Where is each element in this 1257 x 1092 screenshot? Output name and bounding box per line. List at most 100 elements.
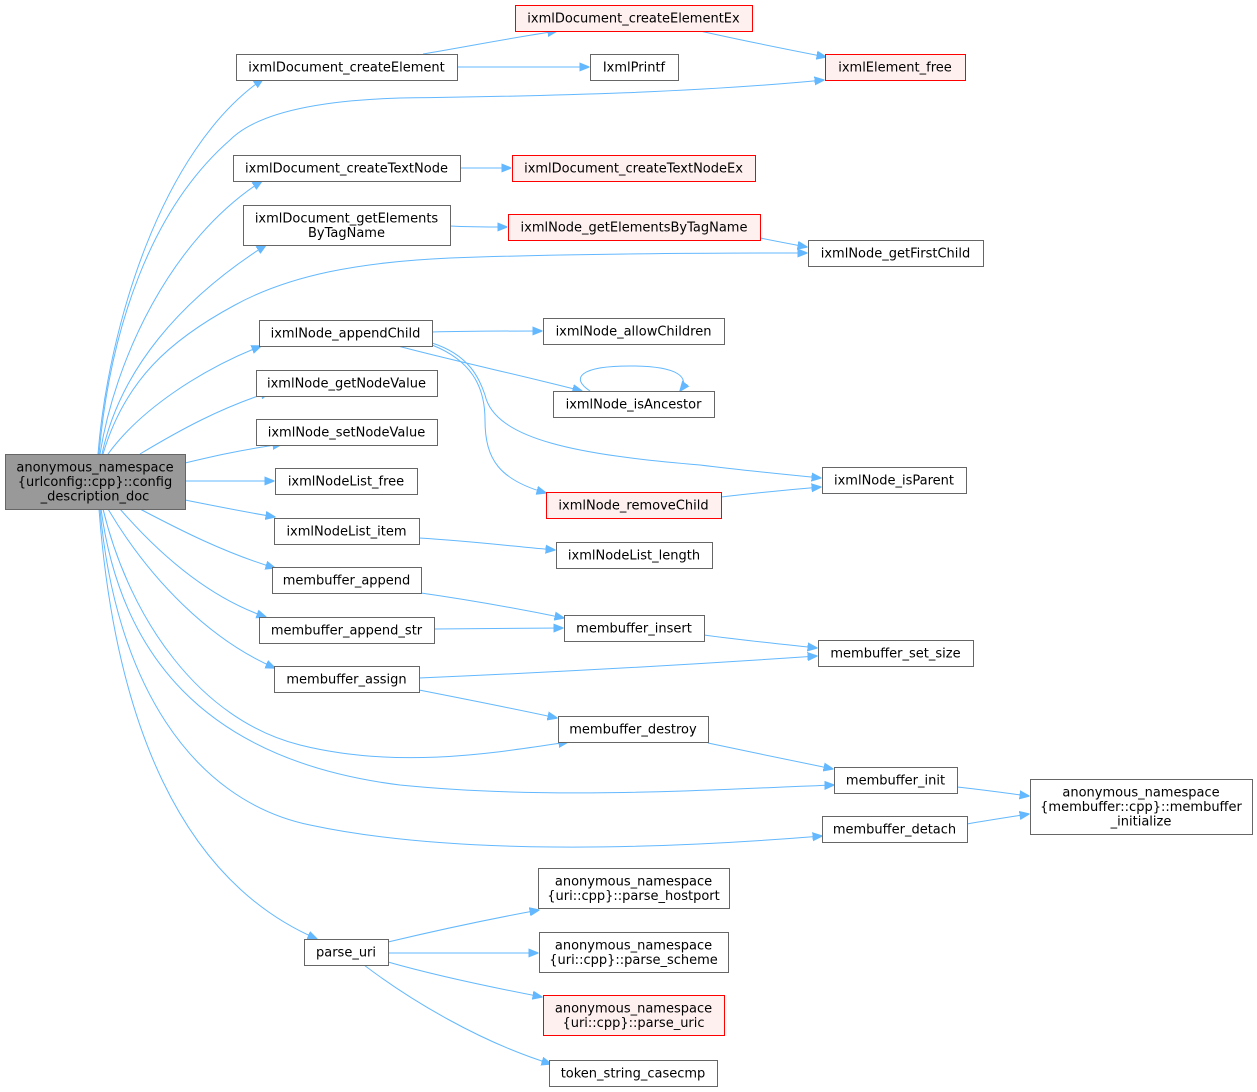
node-parse_uri[interactable]: parse_uri — [304, 939, 389, 966]
node-box — [274, 666, 420, 693]
node-membuffer_insert[interactable]: membuffer_insert — [564, 615, 705, 642]
node-label-line: ixmlNode_getElementsByTagName — [521, 221, 748, 236]
node-label-line: ixmlDocument_createElement — [248, 61, 445, 76]
node-box — [512, 155, 756, 182]
node-node_get_elements_by_tag[interactable]: ixmlNode_getElementsByTagName — [508, 214, 761, 241]
edge-membuffer_destroy-to-membuffer_init — [707, 742, 833, 769]
node-parse_hostport[interactable]: anonymous_namespace{uri::cpp}::parse_hos… — [538, 868, 730, 909]
node-get_node_value[interactable]: ixmlNode_getNodeValue — [256, 370, 438, 397]
node-label-line: ixmlNode_isAncestor — [566, 398, 702, 413]
edge-root-to-membuffer_detach — [99, 508, 822, 848]
edge-root-to-get_elements_by_tag — [101, 245, 266, 455]
node-box — [546, 492, 722, 519]
node-label-line: membuffer_set_size — [830, 647, 960, 662]
node-remove_child[interactable]: ixmlNode_removeChild — [546, 492, 722, 519]
node-membuffer_set_size[interactable]: membuffer_set_size — [818, 640, 974, 667]
node-layer: anonymous_namespace{urlconfig::cpp}::con… — [5, 5, 1253, 1087]
node-label-line: {uri::cpp}::parse_scheme — [549, 953, 718, 968]
node-label-line: ixmlNode_removeChild — [558, 499, 708, 514]
node-label-line: ixmlElement_free — [838, 61, 952, 76]
edge-root-to-get_node_value — [139, 392, 270, 455]
edge-root-to-membuffer_append — [139, 508, 275, 568]
node-label-line: {uri::cpp}::parse_uric — [562, 1016, 704, 1031]
node-box — [549, 1060, 718, 1087]
node-membuffer_initialize[interactable]: anonymous_namespace{membuffer::cpp}::mem… — [1030, 779, 1253, 835]
edge-root-to-membuffer_destroy — [102, 508, 568, 759]
edge-membuffer_append-to-membuffer_insert — [420, 592, 564, 618]
node-label-line: membuffer_detach — [833, 823, 956, 838]
node-node_list_item[interactable]: ixmlNodeList_item — [274, 518, 420, 545]
node-box — [553, 391, 715, 418]
node-element_free[interactable]: ixmlElement_free — [825, 54, 966, 81]
node-membuffer_append_str[interactable]: membuffer_append_str — [259, 617, 435, 644]
node-box — [256, 419, 438, 446]
node-label-line: _description_doc — [40, 490, 150, 505]
node-label-line: membuffer_destroy — [569, 723, 697, 738]
node-box — [558, 716, 709, 743]
node-box — [233, 155, 461, 182]
node-parse_scheme[interactable]: anonymous_namespace{uri::cpp}::parse_sch… — [539, 932, 729, 973]
node-token_string_casecmp[interactable]: token_string_casecmp — [549, 1060, 718, 1087]
node-is_parent[interactable]: ixmlNode_isParent — [822, 467, 967, 494]
node-label-line: ixmlNode_appendChild — [271, 327, 421, 342]
node-ixml_printf[interactable]: IxmlPrintf — [590, 54, 679, 81]
node-box — [275, 468, 418, 495]
node-membuffer_append[interactable]: membuffer_append — [272, 567, 422, 594]
node-membuffer_init[interactable]: membuffer_init — [834, 767, 958, 794]
node-get_elements_by_tag[interactable]: ixmlDocument_getElementsByTagName — [243, 205, 451, 246]
node-allow_children[interactable]: ixmlNode_allowChildren — [543, 318, 725, 345]
node-label-line: {uri::cpp}::parse_hostport — [547, 889, 719, 904]
edge-get_elements_by_tag-to-node_get_elements_by_tag — [449, 226, 507, 227]
node-box — [1030, 779, 1253, 835]
edge-append_child-to-is_ancestor — [397, 345, 582, 391]
node-label-line: _initialize — [1110, 815, 1172, 830]
node-label-line: membuffer_assign — [286, 673, 406, 688]
node-node_list_length[interactable]: ixmlNodeList_length — [556, 542, 713, 569]
node-box — [822, 467, 967, 494]
edge-root-to-create_element — [97, 79, 263, 455]
edge-is_ancestor-to-is_ancestor — [579, 365, 683, 391]
node-membuffer_destroy[interactable]: membuffer_destroy — [558, 716, 709, 743]
edge-node_list_item-to-node_list_length — [418, 537, 555, 550]
node-create_text_node[interactable]: ixmlDocument_createTextNode — [233, 155, 461, 182]
node-label-line: ixmlDocument_createTextNodeEx — [524, 162, 743, 177]
node-parse_uric[interactable]: anonymous_namespace{uri::cpp}::parse_uri… — [543, 995, 725, 1036]
node-box — [818, 640, 974, 667]
node-box — [564, 615, 705, 642]
node-node_list_free[interactable]: ixmlNodeList_free — [275, 468, 418, 495]
node-append_child[interactable]: ixmlNode_appendChild — [259, 320, 433, 347]
node-box — [538, 868, 730, 909]
node-get_first_child[interactable]: ixmlNode_getFirstChild — [808, 240, 984, 267]
node-membuffer_detach[interactable]: membuffer_detach — [822, 816, 968, 843]
node-box — [272, 567, 422, 594]
node-box — [274, 518, 420, 545]
edge-append_child-to-remove_child — [431, 344, 546, 493]
edge-root-to-membuffer_append_str — [119, 508, 266, 617]
node-membuffer_assign[interactable]: membuffer_assign — [274, 666, 420, 693]
node-create_element_ex[interactable]: ixmlDocument_createElementEx — [515, 5, 753, 32]
edge-membuffer_insert-to-membuffer_set_size — [703, 634, 817, 648]
node-box — [825, 54, 966, 81]
edge-root-to-membuffer_init — [100, 508, 834, 794]
edge-layer — [97, 31, 1029, 1064]
node-set_node_value[interactable]: ixmlNode_setNodeValue — [256, 419, 438, 446]
node-label-line: anonymous_namespace — [1062, 786, 1219, 801]
node-label-line: ixmlDocument_getElements — [255, 211, 439, 226]
node-create_element[interactable]: ixmlDocument_createElement — [236, 54, 458, 81]
node-box — [543, 995, 725, 1036]
edge-create_element-to-create_element_ex — [422, 31, 557, 55]
node-label-line: anonymous_namespace — [16, 461, 173, 476]
node-label-line: parse_uri — [316, 946, 376, 961]
node-label-line: ixmlNode_isParent — [834, 474, 954, 489]
node-box — [543, 318, 725, 345]
node-box — [539, 932, 729, 973]
node-box — [590, 54, 679, 81]
node-is_ancestor[interactable]: ixmlNode_isAncestor — [553, 391, 715, 418]
node-label-line: {urlconfig::cpp}::config — [18, 475, 172, 490]
node-create_text_node_ex[interactable]: ixmlDocument_createTextNodeEx — [512, 155, 756, 182]
node-label-line: ixmlDocument_createTextNode — [245, 162, 448, 177]
edge-root-to-membuffer_assign — [107, 508, 275, 668]
node-box — [556, 542, 713, 569]
edge-node_get_elements_by_tag-to-get_first_child — [759, 237, 807, 247]
